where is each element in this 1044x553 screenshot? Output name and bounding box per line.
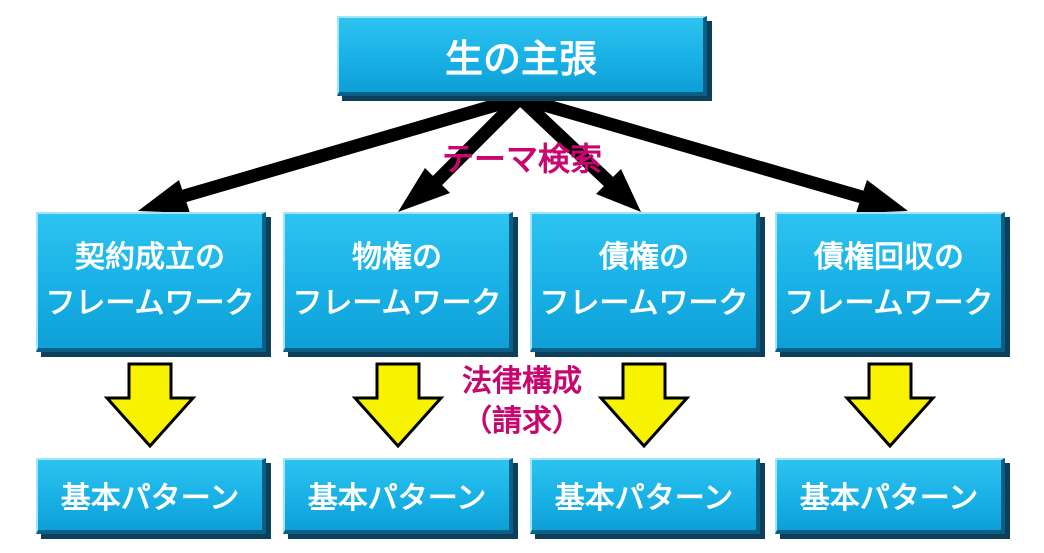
basic-pattern-box-3: 基本パターン [530,458,760,534]
legal-construction-line1: 法律構成 [462,364,582,399]
framework-line1: 債権回収の [814,240,964,275]
basic-pattern-box-2: 基本パターン [283,458,513,534]
framework-box-debt-collection: 債権回収の フレームワーク [775,212,1005,352]
black-arrow-head-3 [596,169,641,212]
framework-box-claims: 債権の フレームワーク [530,212,760,352]
black-arrow-shaft-3 [515,93,614,187]
legal-construction-line2: （請求） [462,404,582,439]
basic-pattern-box-1: 基本パターン [36,458,266,534]
black-arrow-shaft-2 [432,93,525,186]
black-arrow-shaft-4 [518,91,864,204]
black-arrow-shaft-1 [182,91,522,203]
yellow-down-arrow-2 [351,362,445,449]
raw-claim-label: 生の主張 [444,36,597,81]
theme-search-label: テーマ検索 [441,140,602,178]
framework-line1: 物権の [352,240,442,275]
framework-line2: フレームワーク [539,286,749,321]
framework-line1: 債権の [599,240,689,275]
yellow-down-arrow-4 [843,362,937,449]
framework-box-property-rights: 物権の フレームワーク [283,212,513,352]
framework-line2: フレームワーク [45,286,255,321]
black-arrow-head-4 [856,180,908,213]
legal-construction-label: 法律構成 （請求） [432,362,612,442]
basic-pattern-box-4: 基本パターン [775,458,1005,534]
yellow-down-arrow-1 [103,362,197,449]
framework-box-contract-formation: 契約成立の フレームワーク [36,212,266,352]
raw-claim-box: 生の主張 [337,16,707,96]
black-arrow-head-1 [138,180,190,213]
framework-line1: 契約成立の [75,240,225,275]
framework-line2: フレームワーク [784,286,994,321]
yellow-down-arrow-3 [597,362,691,449]
black-arrow-head-2 [398,168,450,212]
framework-line2: フレームワーク [292,286,502,321]
